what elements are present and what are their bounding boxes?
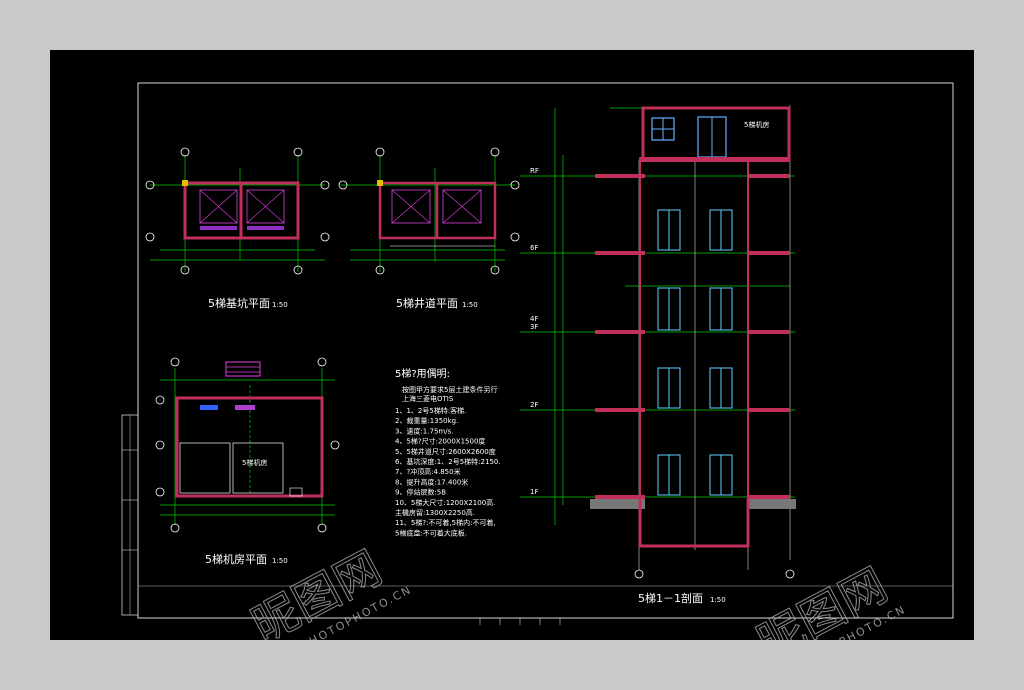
note-item: 2、裁重量:1350kg.: [395, 416, 458, 425]
note-item: 1、1、2号5梯特:客梯.: [395, 406, 466, 415]
note-item: 11、5梯?:不可着,5梯内:不可着,: [395, 518, 496, 527]
elevator-section: 5梯机房 RF 6F: [520, 105, 796, 605]
notes-title: 5梯?用偶明:: [395, 367, 450, 380]
cad-drawing: 5梯基坑平面 1:50 5梯井道平面 1:50: [121, 82, 954, 640]
shaft-plan-title: 5梯井道平面: [396, 296, 458, 310]
drawing-frame: [137, 82, 954, 619]
pit-plan: 5梯基坑平面 1:50: [145, 147, 330, 310]
machine-room-plan: 5梯机房 5梯机房平面 1:50: [155, 357, 340, 566]
note-item: 9、停站层数:5B: [395, 488, 446, 497]
machine-room-label: 5梯机房: [242, 458, 267, 467]
note-item: 7、?冲顶高:4.850米: [395, 467, 461, 476]
section-title: 5梯1－1剖面: [638, 591, 703, 605]
floor-label-1f: 1F: [530, 488, 538, 496]
note-item: 4、5梯?尺寸:2000X1500度: [395, 437, 485, 446]
floor-label-3f: 3F: [530, 323, 538, 331]
elevator-doors: [657, 209, 733, 496]
frame-ticks: [479, 618, 561, 625]
floor-label-4f: 4F: [530, 315, 538, 323]
shaft-plan-scale: 1:50: [462, 301, 478, 309]
notes-intro-2: 上海三菱电OTIS: [402, 394, 454, 403]
note-item: 5梯底盘:不可着大底板.: [395, 528, 467, 537]
note-item: 5、5梯井道尺寸:2600X2600度: [395, 447, 496, 456]
pit-plan-scale: 1:50: [272, 301, 288, 309]
design-notes: 5梯?用偶明: 按图甲方要求5层土建条件另行 上海三菱电OTIS 1、1、2号5…: [395, 367, 501, 537]
cad-drawing-canvas: 5梯基坑平面 1:50 5梯井道平面 1:50: [50, 50, 974, 640]
watermark: 昵图网 PHOTOPHOTO.CN 昵图网 PHOTOPHOTO.CN: [242, 540, 908, 640]
pit-plan-title: 5梯基坑平面: [208, 296, 270, 310]
roof-room-label: 5梯机房: [744, 120, 769, 129]
floor-label-rf: RF: [530, 167, 539, 175]
note-item: 6、基坑深度:1、2号5梯特:2150.: [395, 457, 501, 466]
note-item: 主機房留:1300X2250高.: [395, 508, 475, 517]
section-scale: 1:50: [710, 596, 726, 604]
note-item: 8、提升高度:17.400米: [395, 477, 468, 486]
machine-room-title: 5梯机房平面: [205, 552, 267, 566]
machine-room-scale: 1:50: [272, 557, 288, 565]
notes-intro-1: 按图甲方要求5层土建条件另行: [402, 385, 497, 394]
floor-label-6f: 6F: [530, 244, 538, 252]
shaft-plan: 5梯井道平面 1:50: [338, 147, 520, 310]
note-item: 3、速度:1.75m/s.: [395, 426, 453, 435]
note-item: 10、5梯大尺寸:1200X2100高.: [395, 498, 495, 507]
floor-label-2f: 2F: [530, 401, 538, 409]
